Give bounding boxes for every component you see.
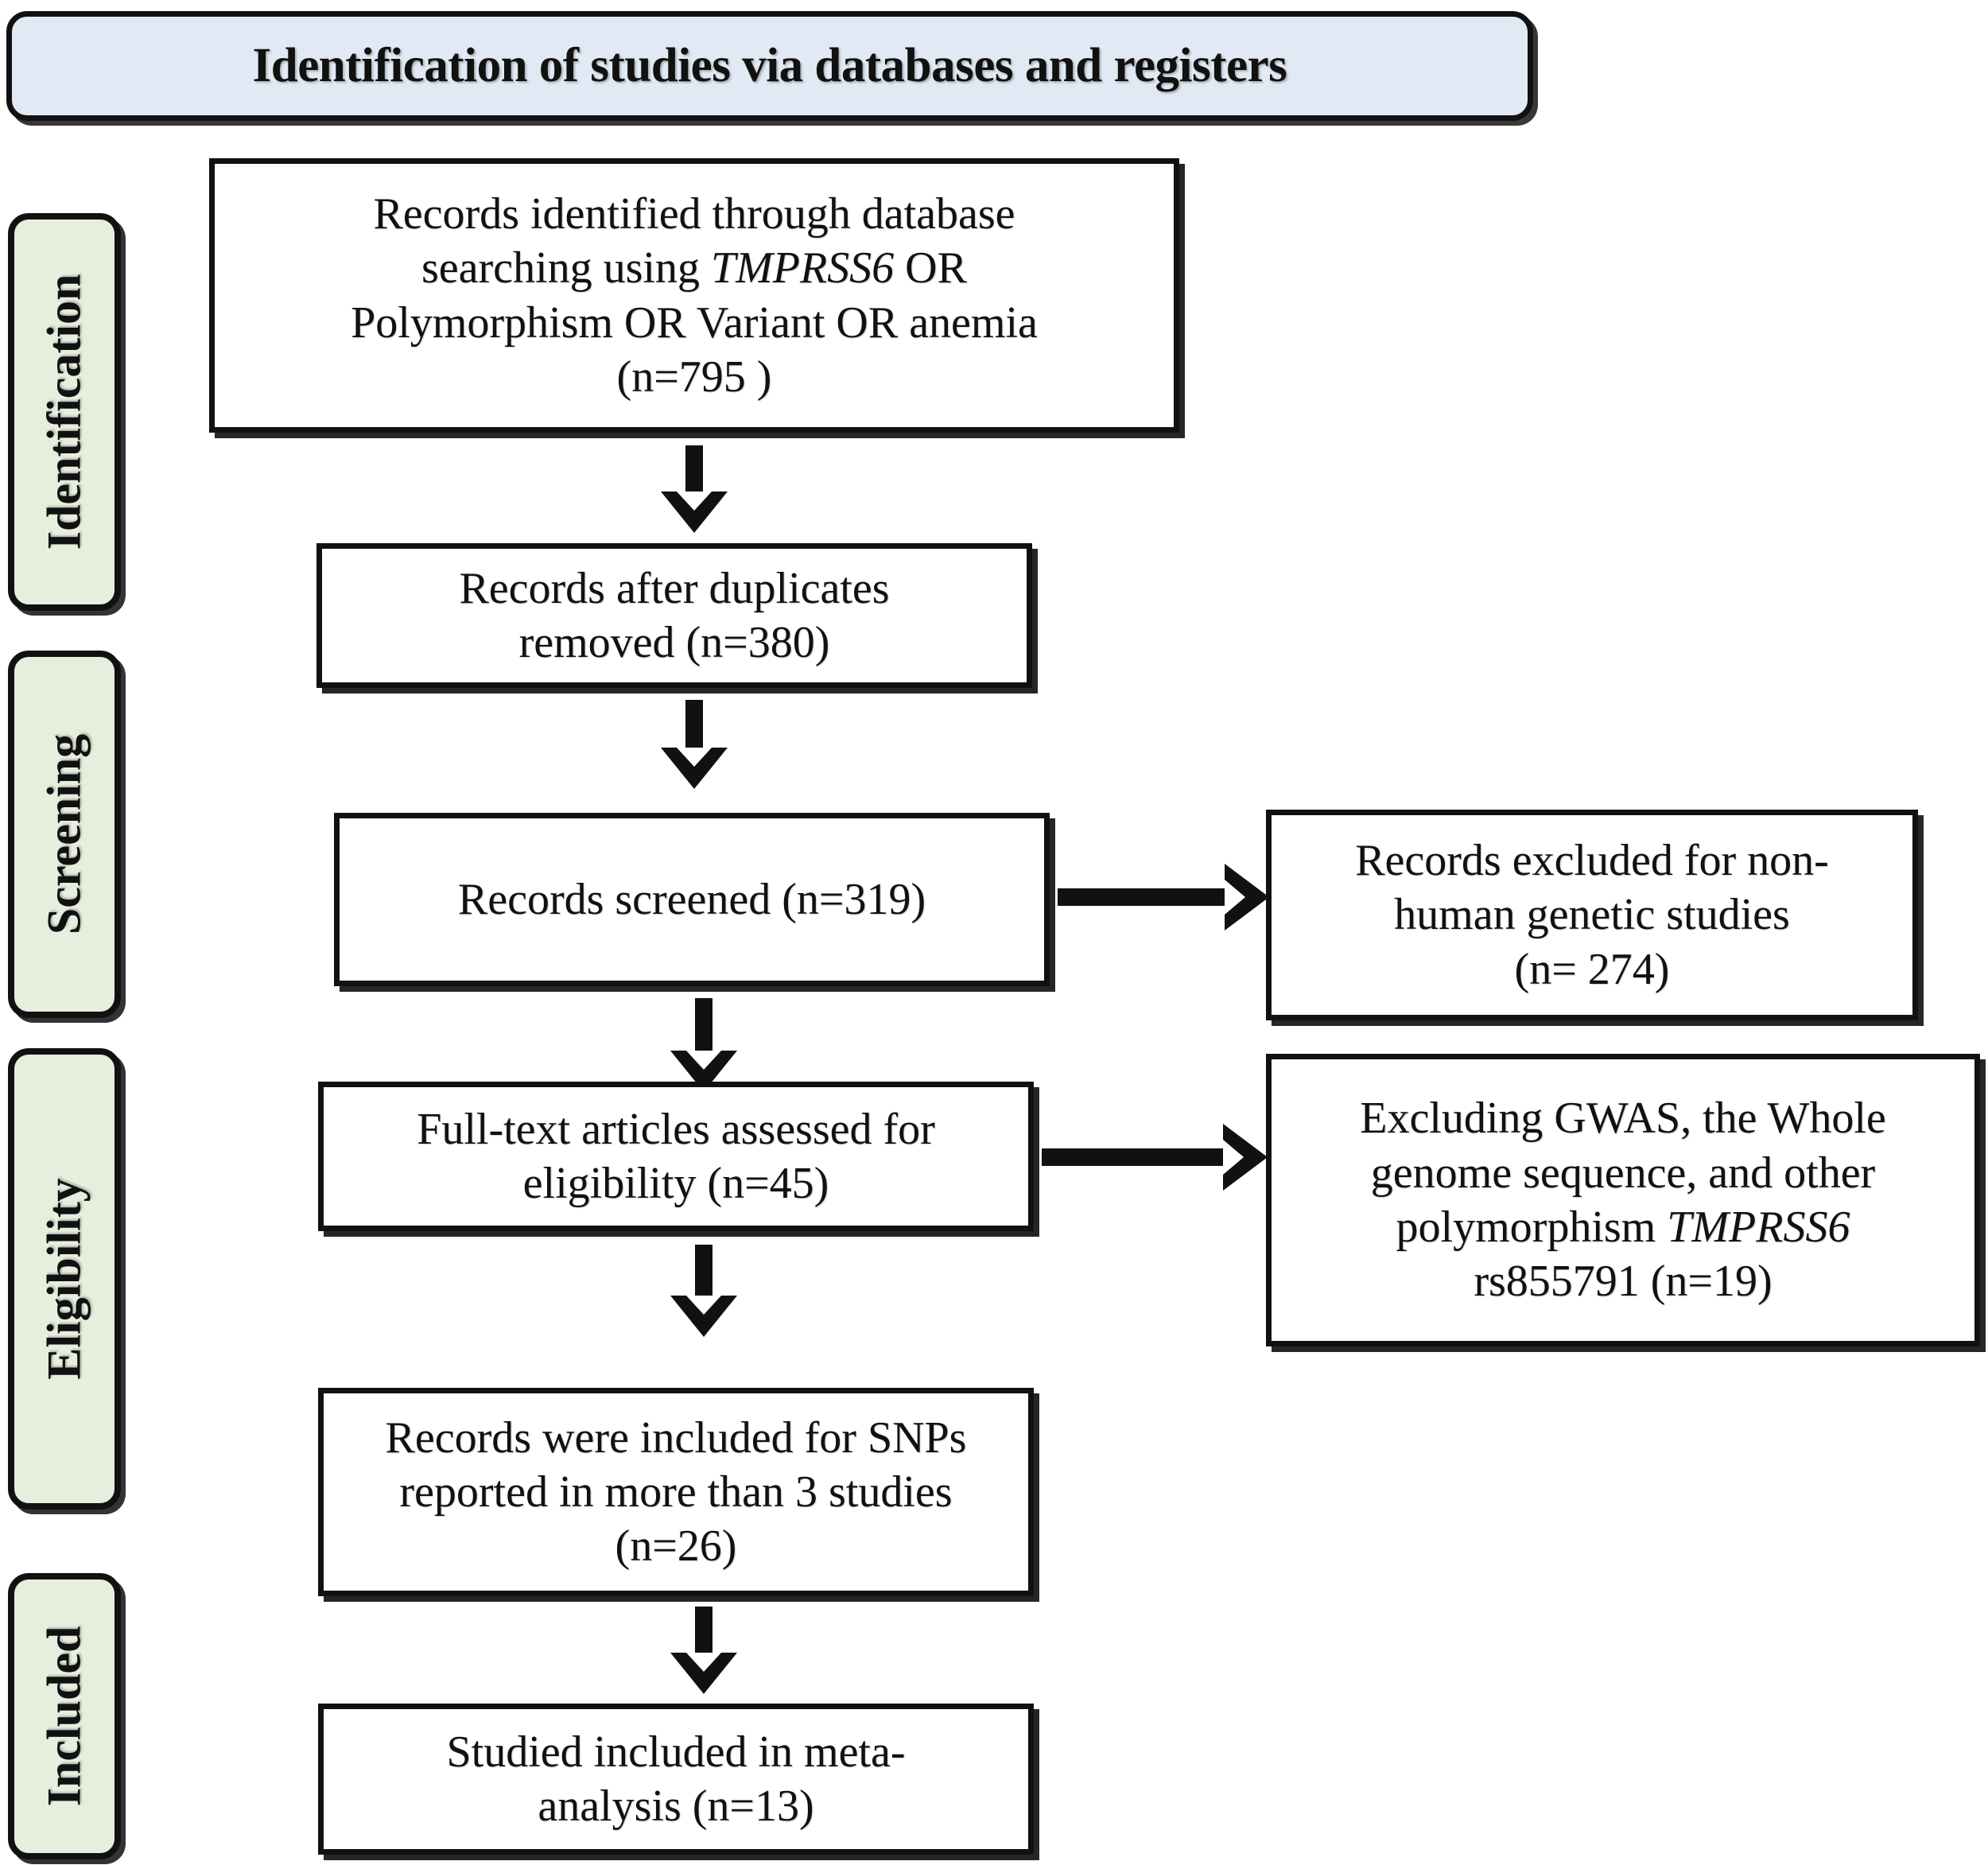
- node-excluded-nonhuman-count: (n= 274): [1514, 944, 1670, 994]
- node-records-screened-line1: Records screened (n=319): [457, 874, 926, 924]
- node-records-identified-line1: Records identified through database: [373, 188, 1015, 239]
- node-records-screened-text: Records screened (n=319): [445, 872, 938, 927]
- page-title: Identification of studies via databases …: [252, 39, 1287, 92]
- node-duplicates-removed-line1: Records after duplicates: [459, 563, 890, 613]
- node-records-identified-line3: Polymorphism OR Variant OR anemia: [351, 297, 1038, 348]
- node-meta-analysis-line2: analysis (n=13): [538, 1781, 814, 1831]
- node-records-identified-gene: TMPRSS6: [710, 243, 895, 293]
- node-records-identified-text: Records identified through database sear…: [338, 187, 1050, 404]
- stage-label-screening: Screening: [8, 651, 121, 1018]
- node-fulltext-assessed: Full-text articles assessed for eligibil…: [318, 1082, 1034, 1231]
- stage-label-identification-text: Identification: [37, 274, 91, 550]
- node-duplicates-removed-line2: removed (n=380): [518, 618, 830, 667]
- node-included-snps-line1: Records were included for SNPs: [385, 1412, 967, 1463]
- node-excluded-gwas-text: Excluding GWAS, the Whole genome sequenc…: [1347, 1091, 1899, 1308]
- node-records-identified: Records identified through database sear…: [209, 158, 1179, 433]
- node-excluded-gwas-line3-pre: polymorphism: [1396, 1203, 1668, 1252]
- node-duplicates-removed: Records after duplicates removed (n=380): [316, 543, 1032, 688]
- node-meta-analysis: Studied included in meta- analysis (n=13…: [318, 1704, 1034, 1855]
- node-included-snps-text: Records were included for SNPs reported …: [373, 1411, 980, 1574]
- node-meta-analysis-line1: Studied included in meta-: [446, 1727, 906, 1777]
- diagram-header-banner: Identification of studies via databases …: [6, 11, 1533, 121]
- node-excluded-gwas-gene: TMPRSS6: [1667, 1203, 1850, 1252]
- node-included-snps: Records were included for SNPs reported …: [318, 1388, 1034, 1596]
- stage-label-eligibility-text: Eligibility: [37, 1178, 91, 1380]
- node-meta-analysis-text: Studied included in meta- analysis (n=13…: [434, 1725, 918, 1834]
- node-fulltext-assessed-line2: eligibility (n=45): [522, 1159, 829, 1208]
- stage-label-included-text: Included: [37, 1626, 91, 1807]
- node-records-identified-count: (n=795 ): [616, 352, 772, 402]
- node-excluded-nonhuman-line2: human genetic studies: [1394, 890, 1790, 940]
- node-records-identified-line2-post: OR: [894, 243, 967, 293]
- stage-label-included: Included: [8, 1573, 121, 1859]
- node-excluded-gwas-line1: Excluding GWAS, the Whole: [1360, 1094, 1886, 1144]
- node-excluded-gwas-line2: genome sequence, and other: [1370, 1148, 1876, 1198]
- node-included-snps-count: (n=26): [615, 1521, 737, 1572]
- stage-label-identification: Identification: [8, 213, 121, 611]
- node-fulltext-assessed-text: Full-text articles assessed for eligibil…: [404, 1102, 948, 1211]
- node-fulltext-assessed-line1: Full-text articles assessed for: [417, 1104, 935, 1154]
- node-excluded-gwas-count: rs855791 (n=19): [1474, 1257, 1773, 1307]
- node-excluded-nonhuman-text: Records excluded for non- human genetic …: [1342, 833, 1842, 997]
- node-records-identified-line2-pre: searching using: [421, 243, 711, 293]
- node-included-snps-line2: reported in more than 3 studies: [399, 1467, 953, 1517]
- node-excluded-nonhuman: Records excluded for non- human genetic …: [1266, 810, 1918, 1020]
- node-excluded-gwas: Excluding GWAS, the Whole genome sequenc…: [1266, 1054, 1980, 1346]
- node-duplicates-removed-text: Records after duplicates removed (n=380): [446, 561, 902, 670]
- stage-label-screening-text: Screening: [37, 733, 91, 935]
- stage-label-eligibility: Eligibility: [8, 1048, 121, 1509]
- node-records-screened: Records screened (n=319): [334, 813, 1050, 986]
- node-excluded-nonhuman-line1: Records excluded for non-: [1355, 836, 1829, 886]
